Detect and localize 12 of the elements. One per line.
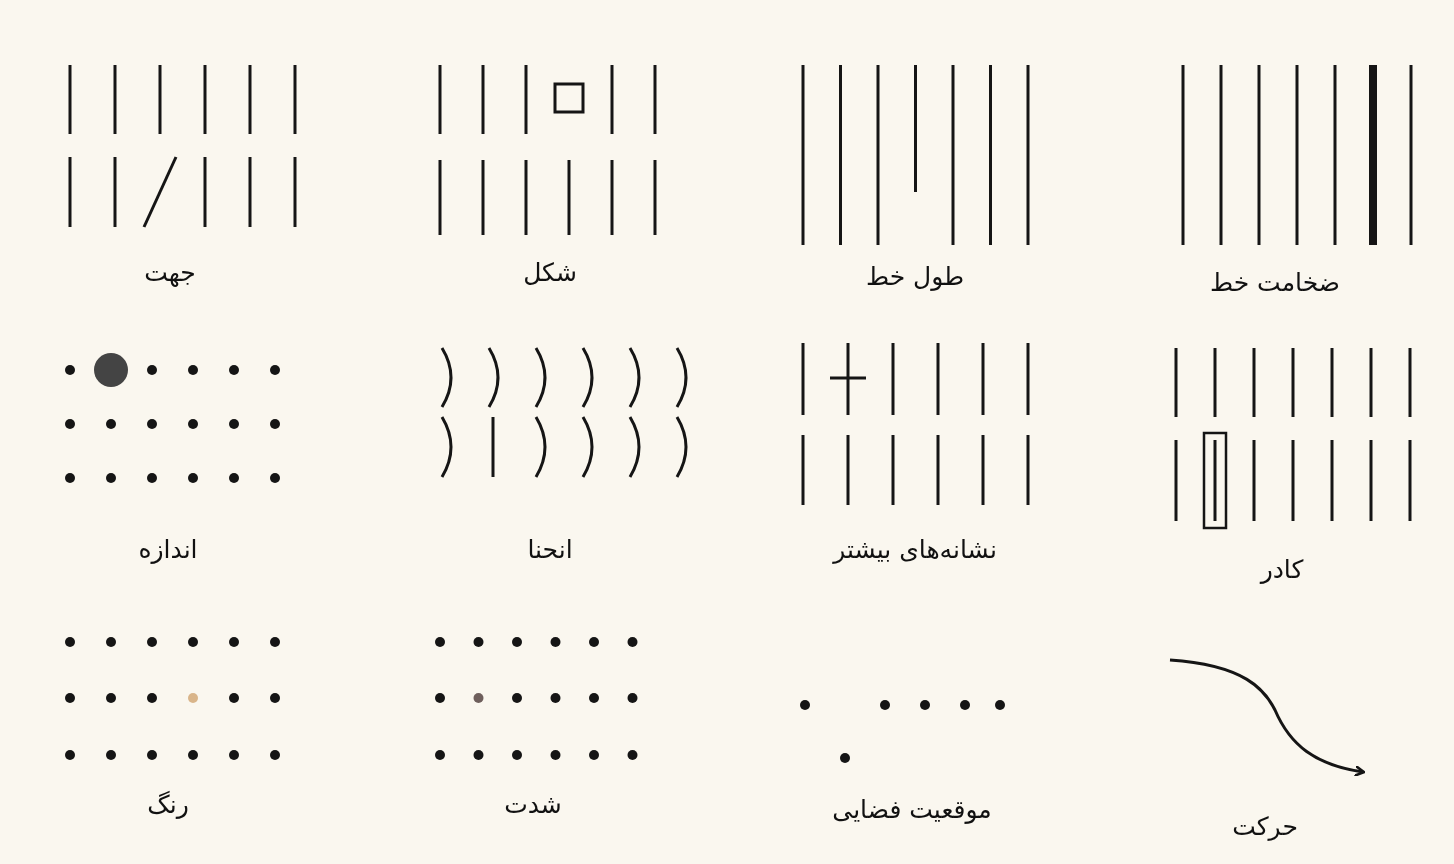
caption: اندازه bbox=[138, 535, 198, 564]
caption: طول خط bbox=[865, 262, 965, 291]
caption: ضخامت خط bbox=[1209, 268, 1341, 297]
caption: شدت bbox=[504, 790, 562, 819]
caption: انحنا bbox=[527, 535, 573, 564]
caption: شکل bbox=[523, 258, 577, 287]
caption: کادر bbox=[1260, 555, 1304, 584]
caption: جهت bbox=[144, 258, 196, 287]
caption: موقعیت فضایی bbox=[832, 795, 992, 824]
caption: نشانه‌های بیشتر bbox=[833, 535, 997, 564]
caption: رنگ bbox=[147, 790, 189, 819]
caption: حرکت bbox=[1232, 812, 1298, 841]
